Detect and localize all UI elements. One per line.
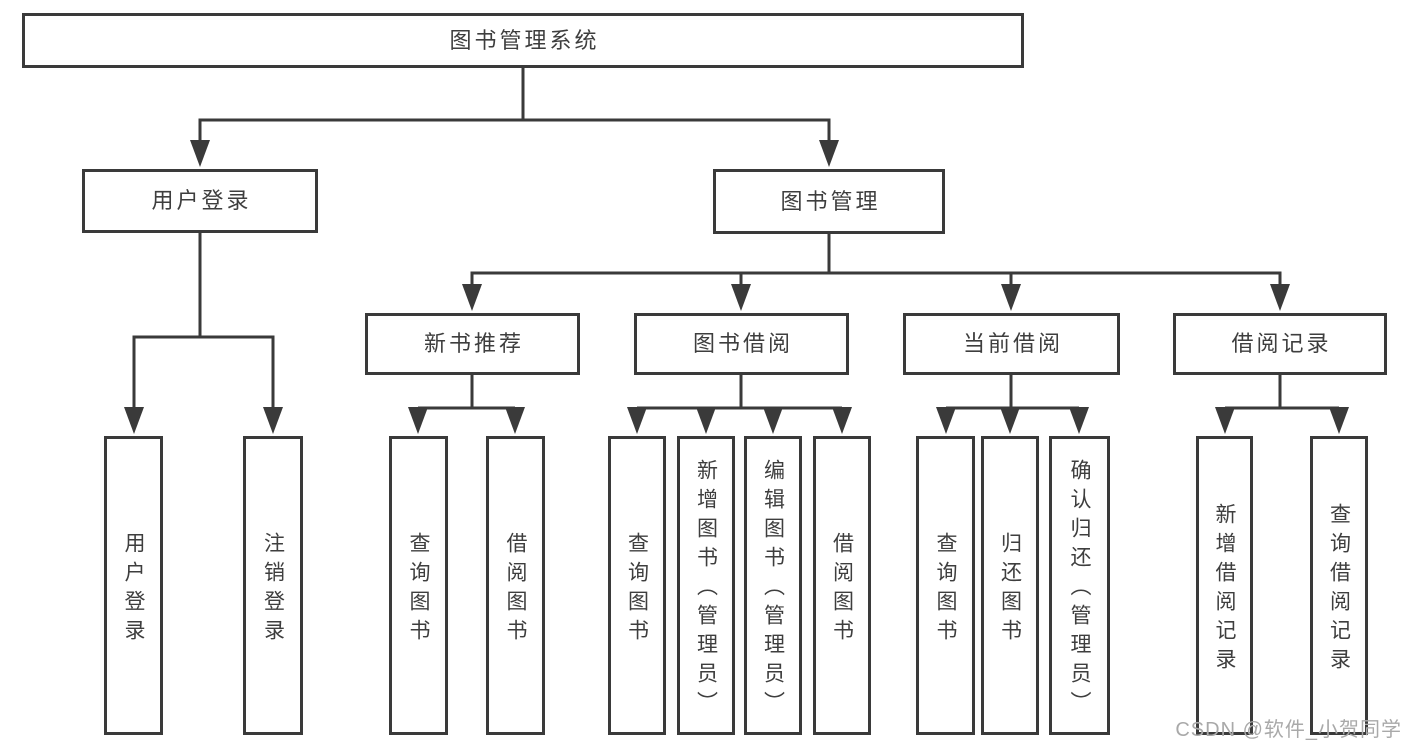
leaf-return-books: 归还图书 bbox=[981, 436, 1039, 735]
leaf-add-books-admin-label: 新增图书（管理员） bbox=[694, 459, 718, 720]
leaf-query-books-current-label: 查询图书 bbox=[934, 531, 958, 648]
node-user-login: 用户登录 bbox=[82, 169, 318, 233]
node-current-borrowing: 当前借阅 bbox=[903, 313, 1120, 375]
leaf-logout: 注销登录 bbox=[243, 436, 303, 735]
leaf-edit-books-admin-label: 编辑图书（管理员） bbox=[761, 459, 785, 720]
leaf-add-borrow-record-label: 新增借阅记录 bbox=[1213, 502, 1237, 677]
arrowheads bbox=[124, 140, 1349, 434]
node-borrow-records-label: 借阅记录 bbox=[1231, 331, 1332, 356]
leaf-query-borrow-record: 查询借阅记录 bbox=[1310, 436, 1368, 735]
leaf-borrow-books-recommend-label: 借阅图书 bbox=[504, 531, 528, 648]
leaf-query-books-recommend-label: 查询图书 bbox=[407, 531, 431, 648]
leaf-query-books-borrow: 查询图书 bbox=[608, 436, 666, 735]
node-book-management-label: 图书管理 bbox=[780, 188, 881, 214]
leaf-user-login-label: 用户登录 bbox=[122, 531, 146, 648]
node-borrow-records: 借阅记录 bbox=[1173, 313, 1387, 375]
node-library-system-label: 图书管理系统 bbox=[449, 27, 600, 53]
leaf-borrow-books-label: 借阅图书 bbox=[830, 531, 854, 648]
node-current-borrowing-label: 当前借阅 bbox=[962, 331, 1063, 356]
leaf-query-borrow-record-label: 查询借阅记录 bbox=[1327, 502, 1351, 677]
leaf-add-books-admin: 新增图书（管理员） bbox=[677, 436, 735, 735]
node-new-book-recommendation: 新书推荐 bbox=[365, 313, 580, 375]
leaf-confirm-return-admin: 确认归还（管理员） bbox=[1049, 436, 1110, 735]
node-book-borrowing: 图书借阅 bbox=[634, 313, 849, 375]
leaf-query-books-recommend: 查询图书 bbox=[389, 436, 448, 735]
leaf-edit-books-admin: 编辑图书（管理员） bbox=[744, 436, 802, 735]
node-user-login-label: 用户登录 bbox=[151, 188, 252, 213]
leaf-user-login: 用户登录 bbox=[104, 436, 163, 735]
node-library-system: 图书管理系统 bbox=[22, 13, 1024, 68]
node-book-management: 图书管理 bbox=[713, 169, 945, 234]
csdn-watermark: CSDN @软件_小贺同学 bbox=[1175, 719, 1402, 741]
leaf-logout-label: 注销登录 bbox=[261, 531, 285, 648]
leaf-borrow-books-recommend: 借阅图书 bbox=[486, 436, 545, 735]
leaf-query-books-current: 查询图书 bbox=[916, 436, 975, 735]
leaf-confirm-return-admin-label: 确认归还（管理员） bbox=[1068, 459, 1092, 720]
node-new-book-recommendation-label: 新书推荐 bbox=[423, 331, 524, 356]
leaf-add-borrow-record: 新增借阅记录 bbox=[1196, 436, 1253, 735]
connector-stems bbox=[132, 68, 1339, 410]
leaf-borrow-books: 借阅图书 bbox=[813, 436, 871, 735]
node-book-borrowing-label: 图书借阅 bbox=[692, 331, 793, 356]
leaf-query-books-borrow-label: 查询图书 bbox=[625, 531, 649, 648]
leaf-return-books-label: 归还图书 bbox=[998, 531, 1022, 648]
